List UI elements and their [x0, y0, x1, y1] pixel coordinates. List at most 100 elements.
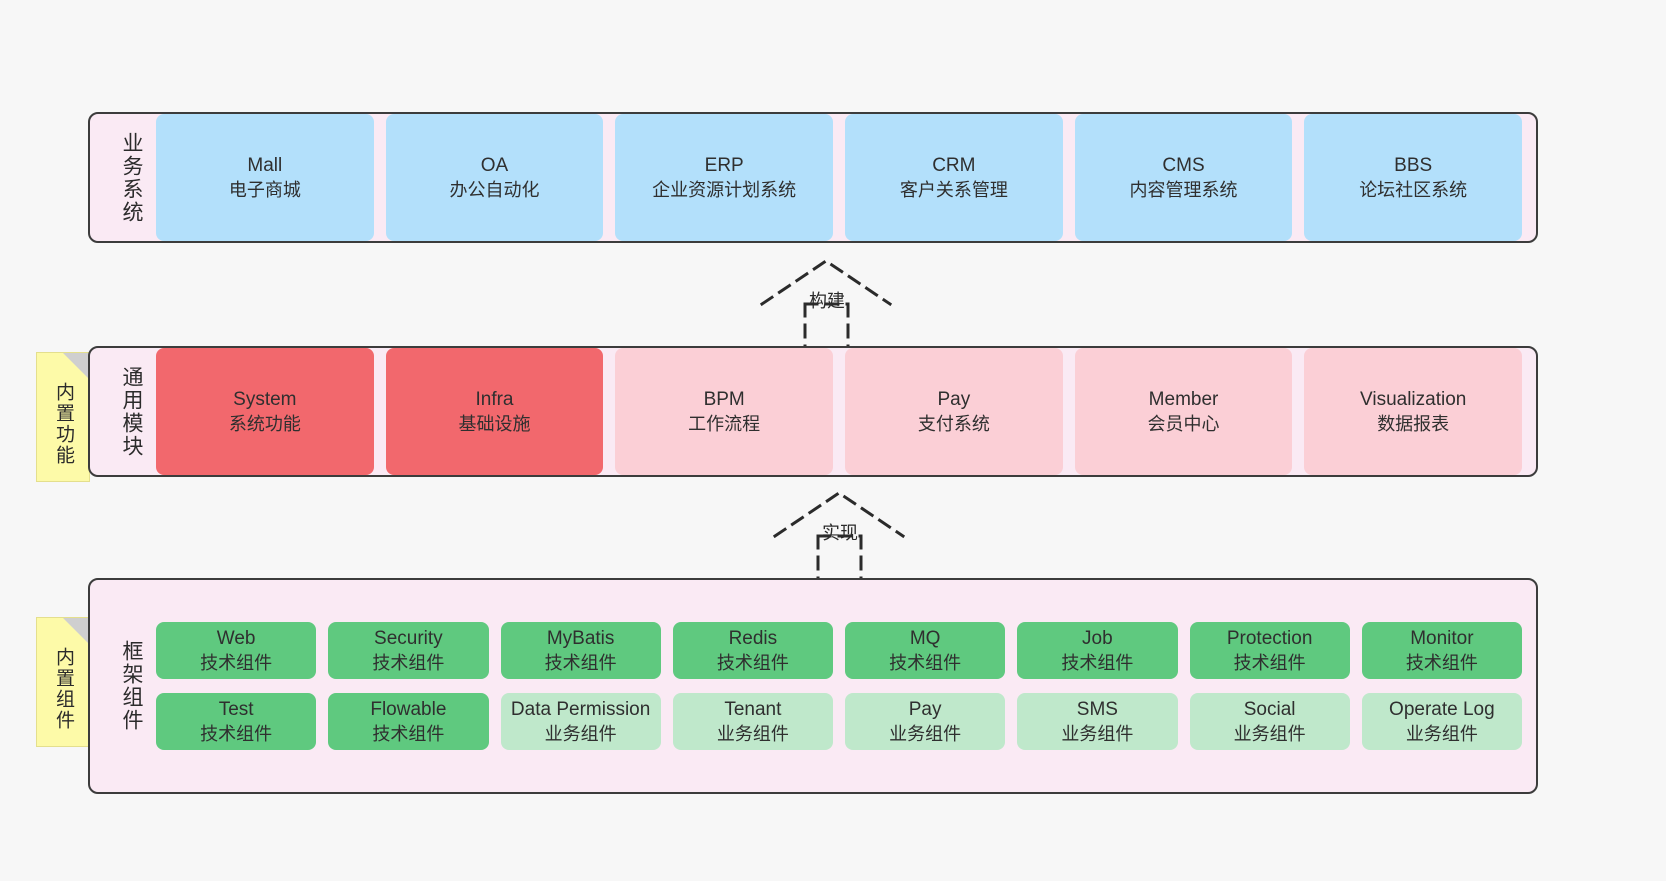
- node-name: Job: [1082, 628, 1113, 649]
- node-subtitle: 技术组件: [200, 653, 273, 673]
- node-subtitle: 数据报表: [1377, 414, 1450, 434]
- node-name: MyBatis: [546, 628, 615, 649]
- node-subtitle: 会员中心: [1147, 414, 1220, 434]
- node-subtitle: 技术组件: [889, 653, 962, 673]
- note-builtin-component-text: 内置组件: [53, 647, 74, 731]
- node-name: MQ: [909, 628, 941, 649]
- node-subtitle: 电子商城: [228, 180, 301, 200]
- node-oa[interactable]: OA 办公自动化: [385, 114, 604, 241]
- node-name: Flowable: [370, 699, 447, 720]
- node-name: Redis: [728, 628, 778, 649]
- node-name: Pay: [908, 699, 942, 720]
- node-pay[interactable]: Pay 支付系统: [845, 348, 1063, 475]
- node-subtitle: 企业资源计划系统: [652, 180, 797, 200]
- node-mall[interactable]: Mall 电子商城: [156, 114, 374, 241]
- connector-build: 构建: [757, 258, 897, 350]
- node-pay-biz[interactable]: Pay 业务组件: [845, 693, 1006, 750]
- node-subtitle: 办公自动化: [449, 180, 540, 200]
- connector-implement-label: 实现: [822, 523, 858, 543]
- node-subtitle: 业务组件: [544, 724, 617, 744]
- layer-framework-component-title: 框架组件: [120, 640, 143, 732]
- node-subtitle: 业务组件: [1061, 724, 1134, 744]
- node-member[interactable]: Member 会员中心: [1074, 348, 1293, 475]
- node-subtitle: 工作流程: [688, 414, 761, 434]
- node-subtitle: 技术组件: [372, 724, 445, 744]
- node-name: Test: [218, 699, 254, 720]
- node-subtitle: 支付系统: [917, 414, 990, 434]
- node-subtitle: 系统功能: [228, 414, 301, 434]
- node-subtitle: 内容管理系统: [1129, 180, 1238, 200]
- node-subtitle: 业务组件: [889, 724, 962, 744]
- node-mybatis[interactable]: MyBatis 技术组件: [500, 622, 661, 679]
- node-name: Data Permission: [510, 699, 651, 720]
- node-social-biz[interactable]: Social 业务组件: [1189, 693, 1350, 750]
- node-crm[interactable]: CRM 客户关系管理: [845, 114, 1063, 241]
- node-name: BBS: [1394, 155, 1433, 176]
- note-builtin-feature-text: 内置功能: [53, 382, 74, 466]
- node-name: Social: [1243, 699, 1296, 720]
- node-cms[interactable]: CMS 内容管理系统: [1074, 114, 1293, 241]
- node-name: Visualization: [1360, 389, 1467, 410]
- node-subtitle: 技术组件: [716, 653, 789, 673]
- node-redis[interactable]: Redis 技术组件: [672, 622, 833, 679]
- layer-common-module-title: 通用模块: [120, 365, 143, 458]
- node-subtitle: 论坛社区系统: [1359, 180, 1468, 200]
- node-name: Infra: [475, 389, 514, 410]
- node-tenant-biz[interactable]: Tenant 业务组件: [672, 693, 833, 750]
- node-name: Monitor: [1410, 628, 1474, 649]
- layer-business-system-title: 业务系统: [120, 131, 143, 224]
- node-subtitle: 业务组件: [1405, 724, 1478, 744]
- note-fold-icon: [63, 353, 89, 379]
- node-name: Mall: [247, 155, 283, 176]
- node-test-biz[interactable]: Test 技术组件: [156, 693, 317, 750]
- node-name: Pay: [937, 389, 971, 410]
- node-subtitle: 技术组件: [544, 653, 617, 673]
- connector-implement: 实现: [770, 490, 910, 584]
- node-data-permission-biz[interactable]: Data Permission 业务组件: [500, 693, 661, 750]
- node-subtitle: 技术组件: [1061, 653, 1134, 673]
- node-name: Operate Log: [1389, 699, 1495, 720]
- node-mq[interactable]: MQ 技术组件: [845, 622, 1006, 679]
- node-sms-biz[interactable]: SMS 业务组件: [1017, 693, 1178, 750]
- node-subtitle: 业务组件: [1233, 724, 1306, 744]
- node-subtitle: 基础设施: [458, 414, 531, 434]
- node-name: SMS: [1076, 699, 1118, 720]
- node-name: Protection: [1226, 628, 1313, 649]
- node-subtitle: 业务组件: [716, 724, 789, 744]
- note-builtin-component: 内置组件: [36, 617, 90, 747]
- node-name: Security: [374, 628, 443, 649]
- note-fold-icon: [63, 618, 89, 644]
- node-subtitle: 技术组件: [200, 724, 273, 744]
- connector-build-label: 构建: [809, 291, 845, 311]
- node-operate-log-biz[interactable]: Operate Log 业务组件: [1361, 693, 1522, 750]
- node-name: OA: [480, 155, 509, 176]
- node-flowable-biz[interactable]: Flowable 技术组件: [328, 693, 489, 750]
- node-name: Tenant: [724, 699, 782, 720]
- node-name: CMS: [1162, 155, 1205, 176]
- node-protection[interactable]: Protection 技术组件: [1189, 622, 1350, 679]
- node-name: Member: [1148, 389, 1219, 410]
- node-name: CRM: [932, 155, 976, 176]
- node-bpm[interactable]: BPM 工作流程: [615, 348, 834, 475]
- note-builtin-feature: 内置功能: [36, 352, 90, 482]
- node-visualization[interactable]: Visualization 数据报表: [1304, 348, 1523, 475]
- node-subtitle: 技术组件: [1233, 653, 1306, 673]
- node-subtitle: 客户关系管理: [899, 180, 1008, 200]
- node-infra[interactable]: Infra 基础设施: [385, 348, 604, 475]
- node-name: BPM: [703, 389, 745, 410]
- node-job[interactable]: Job 技术组件: [1017, 622, 1178, 679]
- node-bbs[interactable]: BBS 论坛社区系统: [1304, 114, 1523, 241]
